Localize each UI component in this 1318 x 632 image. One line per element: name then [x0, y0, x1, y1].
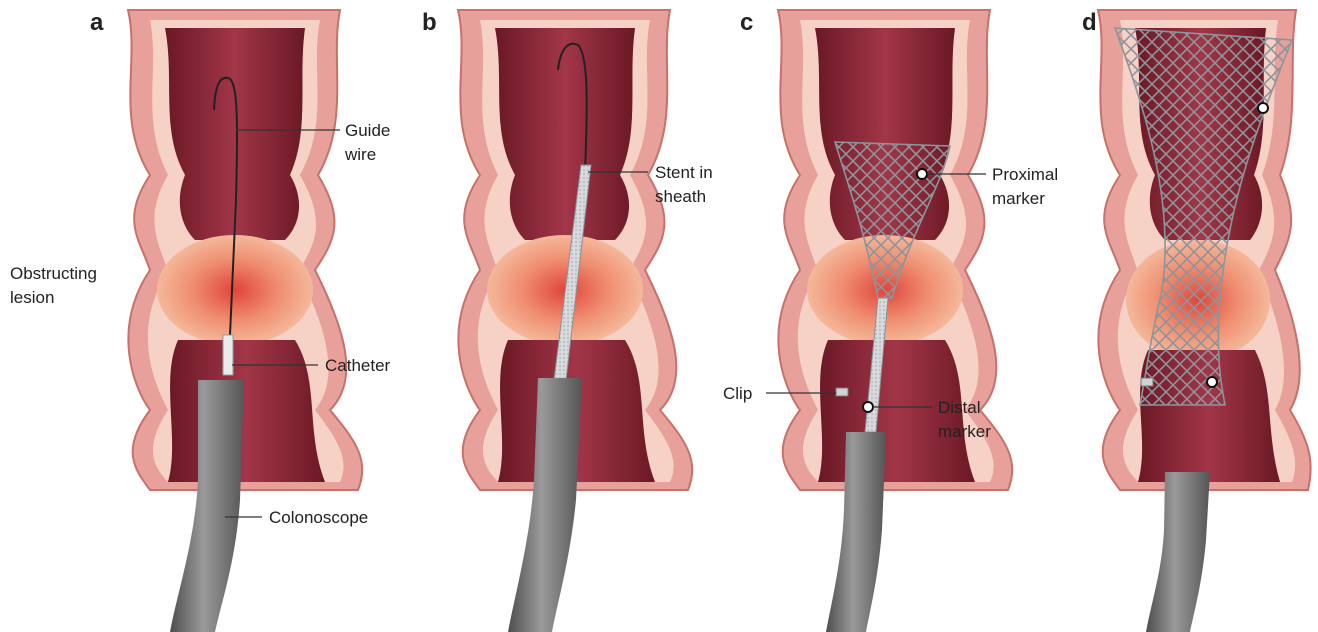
panel-letter-d: d: [1082, 9, 1097, 36]
label-proximal-marker-1: Proximal: [992, 165, 1058, 184]
label-obstructing-lesion-1: Obstructing: [10, 264, 97, 283]
panel-d: d: [1082, 9, 1311, 632]
proximal-marker: [1258, 103, 1268, 113]
distal-marker: [1207, 377, 1217, 387]
distal-marker: [863, 402, 873, 412]
label-stent-in-sheath-2: sheath: [655, 187, 706, 206]
label-clip: Clip: [723, 384, 752, 403]
label-distal-marker-1: Distal: [938, 398, 981, 417]
colon-lumen-lower: [168, 340, 325, 482]
colonoscope: [1146, 472, 1210, 632]
label-guide-wire-1: Guide: [345, 121, 390, 140]
panel-c: c Proximal marker Clip Distal marker: [723, 9, 1058, 632]
label-colonoscope: Colonoscope: [269, 508, 368, 527]
clip: [1141, 378, 1153, 386]
proximal-marker: [917, 169, 927, 179]
clip: [836, 388, 848, 396]
panel-letter-a: a: [90, 9, 104, 36]
panel-b: b Stent in sheath: [422, 9, 713, 632]
panel-letter-b: b: [422, 9, 437, 36]
catheter: [223, 335, 233, 375]
obstructing-lesion: [157, 235, 313, 345]
colon-lumen-upper: [495, 28, 635, 240]
panel-a: a Guide wire Obstructing lesion Catheter…: [10, 9, 391, 632]
label-distal-marker-2: marker: [938, 422, 991, 441]
label-catheter: Catheter: [325, 356, 391, 375]
panel-letter-c: c: [740, 9, 753, 36]
callout-obstructing-lesion: Obstructing lesion: [10, 264, 97, 307]
label-obstructing-lesion-2: lesion: [10, 288, 54, 307]
label-stent-in-sheath-1: Stent in: [655, 163, 713, 182]
callout-colonoscope: Colonoscope: [225, 508, 368, 527]
label-guide-wire-2: wire: [344, 145, 376, 164]
colon-segment: [128, 10, 362, 490]
label-proximal-marker-2: marker: [992, 189, 1045, 208]
